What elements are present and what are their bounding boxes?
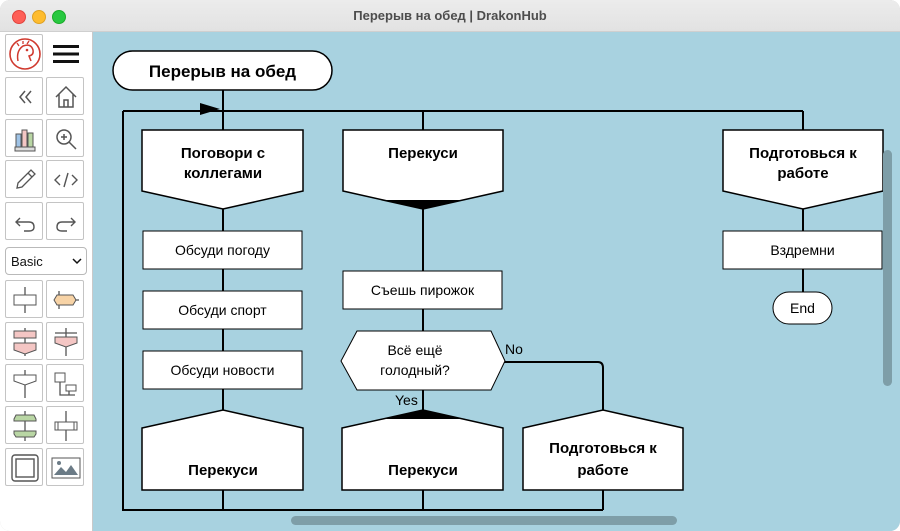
window-title: Перерыв на обед | DrakonHub [353, 8, 547, 23]
duration-shape-icon [54, 411, 78, 441]
undo-icon [15, 217, 35, 232]
no-label: No [505, 341, 523, 357]
end-shape[interactable]: End [772, 291, 833, 325]
branch2-side-tail-shape[interactable]: Подготовься к работе [522, 409, 684, 491]
home-icon [55, 85, 77, 108]
action-discuss-sport[interactable]: Обсуди спорт [142, 290, 303, 330]
code-icon [54, 172, 78, 188]
menu-icon [53, 45, 79, 63]
select-shape-icon [54, 328, 78, 356]
action-label: Обсуди новости [171, 362, 275, 378]
pencil-icon [16, 169, 36, 189]
branch-marker-icon [385, 200, 461, 209]
image-icon [51, 457, 81, 479]
preset-select[interactable]: Basic [5, 247, 87, 275]
branch1-tail-label: Перекуси [188, 462, 258, 479]
action-eat-pie[interactable]: Съешь пирожок [342, 270, 503, 310]
preset-select-value: Basic [11, 254, 43, 269]
duration-shape-button[interactable] [46, 406, 84, 444]
action-shape-icon [13, 287, 37, 313]
brush-icon [14, 129, 36, 152]
logo-button[interactable] [5, 34, 43, 72]
branch1-head-line1: Поговори с [181, 145, 265, 162]
close-window-button[interactable] [12, 10, 26, 24]
insertion-shape-button[interactable] [46, 364, 84, 402]
case-shape-button[interactable] [5, 364, 43, 402]
side-tail-line1: Подготовься к [549, 440, 657, 457]
redo-icon [56, 217, 76, 232]
branch-shape-button[interactable] [5, 322, 43, 360]
logo-icon [9, 38, 41, 70]
action-discuss-news[interactable]: Обсуди новости [142, 350, 303, 390]
double-chevron-left-icon [19, 90, 32, 104]
frame-shape-button[interactable] [5, 448, 43, 486]
horizontal-scrollbar[interactable] [291, 516, 677, 525]
diagram-title: Перерыв на обед [149, 62, 296, 81]
left-toolbar: Basic [0, 32, 93, 531]
maximize-window-button[interactable] [52, 10, 66, 24]
select-shape-button[interactable] [46, 322, 84, 360]
edit-button[interactable] [5, 160, 43, 198]
branch1-head-shape[interactable]: Поговори с коллегами [141, 129, 304, 210]
menu-button[interactable] [46, 34, 84, 72]
question-line2: голодный? [380, 362, 450, 378]
undo-button[interactable] [5, 202, 43, 240]
action-discuss-weather[interactable]: Обсуди погоду [142, 230, 303, 270]
loop-shape-button[interactable] [5, 406, 43, 444]
vertical-scrollbar[interactable] [883, 150, 892, 386]
case-shape-icon [13, 370, 37, 398]
branch3-head-line2: работе [777, 165, 828, 182]
code-button[interactable] [46, 160, 84, 198]
title-bar: Перерыв на обед | DrakonHub [0, 0, 900, 32]
no-path-line [503, 361, 604, 510]
diagram-canvas[interactable]: Перерыв на обед Поговори с коллегами Обс… [93, 32, 900, 531]
collapse-sidebar-button[interactable] [5, 77, 43, 115]
side-tail-line2: работе [577, 462, 628, 479]
action-label: Обсуди погоду [175, 242, 270, 258]
loop-arrow-icon [200, 103, 220, 115]
format-button[interactable] [5, 119, 43, 157]
branch2-tail-label: Перекуси [388, 462, 458, 479]
insertion-shape-icon [54, 372, 77, 396]
branch1-head-line2: коллегами [184, 165, 262, 182]
question-shape-icon [53, 291, 79, 309]
loop-back-line [122, 111, 603, 511]
drakon-diagram[interactable]: Перерыв на обед Поговори с коллегами Обс… [93, 32, 900, 531]
image-shape-button[interactable] [46, 448, 84, 486]
question-still-hungry[interactable]: Всё ещё голодный? [340, 330, 506, 391]
branch1-tail-shape[interactable]: Перекуси [141, 409, 304, 491]
branch3-head-shape[interactable]: Подготовься к работе [722, 129, 884, 210]
minimize-window-button[interactable] [32, 10, 46, 24]
branch3-head-line1: Подготовься к [749, 145, 857, 162]
action-take-nap[interactable]: Вздремни [722, 230, 883, 270]
question-line1: Всё ещё [387, 342, 442, 358]
end-label: End [790, 300, 815, 316]
zoom-icon [56, 129, 77, 150]
yes-label: Yes [395, 392, 418, 408]
action-label: Обсуди спорт [178, 302, 267, 318]
home-button[interactable] [46, 77, 84, 115]
chevron-down-icon [72, 258, 82, 265]
redo-button[interactable] [46, 202, 84, 240]
action-label: Съешь пирожок [371, 282, 475, 298]
branch2-head-label: Перекуси [388, 145, 458, 162]
branch2-head-shape[interactable]: Перекуси [342, 129, 504, 210]
question-shape-button[interactable] [46, 280, 84, 318]
diagram-title-shape[interactable]: Перерыв на обед [112, 50, 333, 91]
action-shape-button[interactable] [5, 280, 43, 318]
branch2-tail-shape[interactable]: Перекуси [341, 409, 504, 491]
action-label: Вздремни [770, 242, 834, 258]
frame-shape-icon [11, 454, 39, 482]
branch-marker-icon [385, 410, 461, 419]
branch-shape-icon [13, 328, 37, 356]
zoom-button[interactable] [46, 119, 84, 157]
loop-shape-icon [13, 411, 37, 441]
